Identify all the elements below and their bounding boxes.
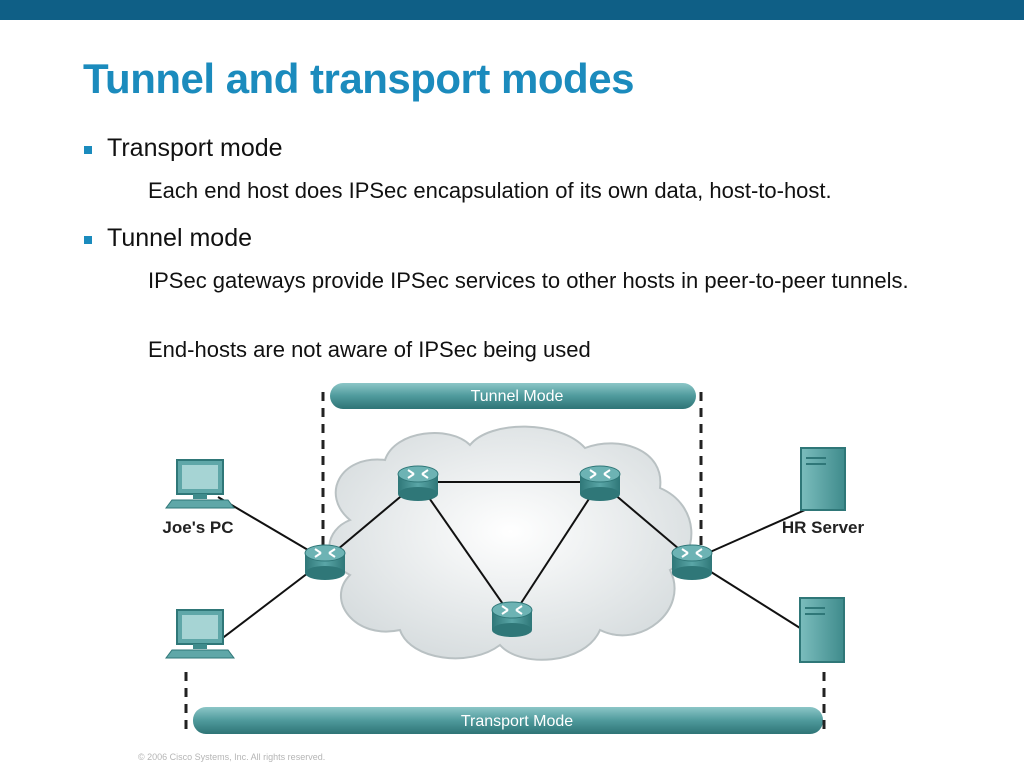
transport-mode-label: Transport Mode — [461, 713, 573, 730]
bullet-square-icon — [84, 235, 92, 244]
gateway-router-left-icon — [304, 544, 346, 580]
router-icon — [397, 465, 439, 501]
tunnel-mode-description: IPSec gateways provide IPSec services to… — [148, 268, 909, 293]
tunnel-mode-note: End-hosts are not aware of IPSec being u… — [148, 337, 591, 362]
bullet-square-icon — [84, 145, 92, 154]
bullet-tunnel-mode: Tunnel mode — [84, 224, 252, 253]
transport-mode-description: Each end host does IPSec encapsulation o… — [148, 178, 832, 203]
header-bar — [0, 0, 1024, 20]
pc-icon — [165, 609, 235, 659]
hr-server-label: HR Server — [782, 518, 865, 537]
router-icon — [491, 601, 533, 637]
tunnel-mode-label: Tunnel Mode — [471, 388, 564, 405]
tunnel-mode-tube: Tunnel Mode — [330, 383, 696, 409]
bullet-transport-mode: Transport mode — [84, 134, 283, 163]
server-icon — [799, 597, 845, 663]
transport-mode-tube: Transport Mode — [193, 707, 823, 734]
mode-boundary-lines — [184, 392, 826, 732]
slide-title: Tunnel and transport modes — [83, 55, 634, 102]
bullet-label: Transport mode — [107, 134, 283, 162]
copyright-notice: © 2006 Cisco Systems, Inc. All rights re… — [138, 752, 326, 762]
server-icon — [800, 447, 846, 511]
joes-pc-label: Joe's PC — [162, 518, 233, 537]
gateway-router-right-icon — [671, 544, 713, 580]
pc-icon — [165, 459, 235, 509]
bullet-label: Tunnel mode — [107, 224, 252, 252]
router-icon — [579, 465, 621, 501]
